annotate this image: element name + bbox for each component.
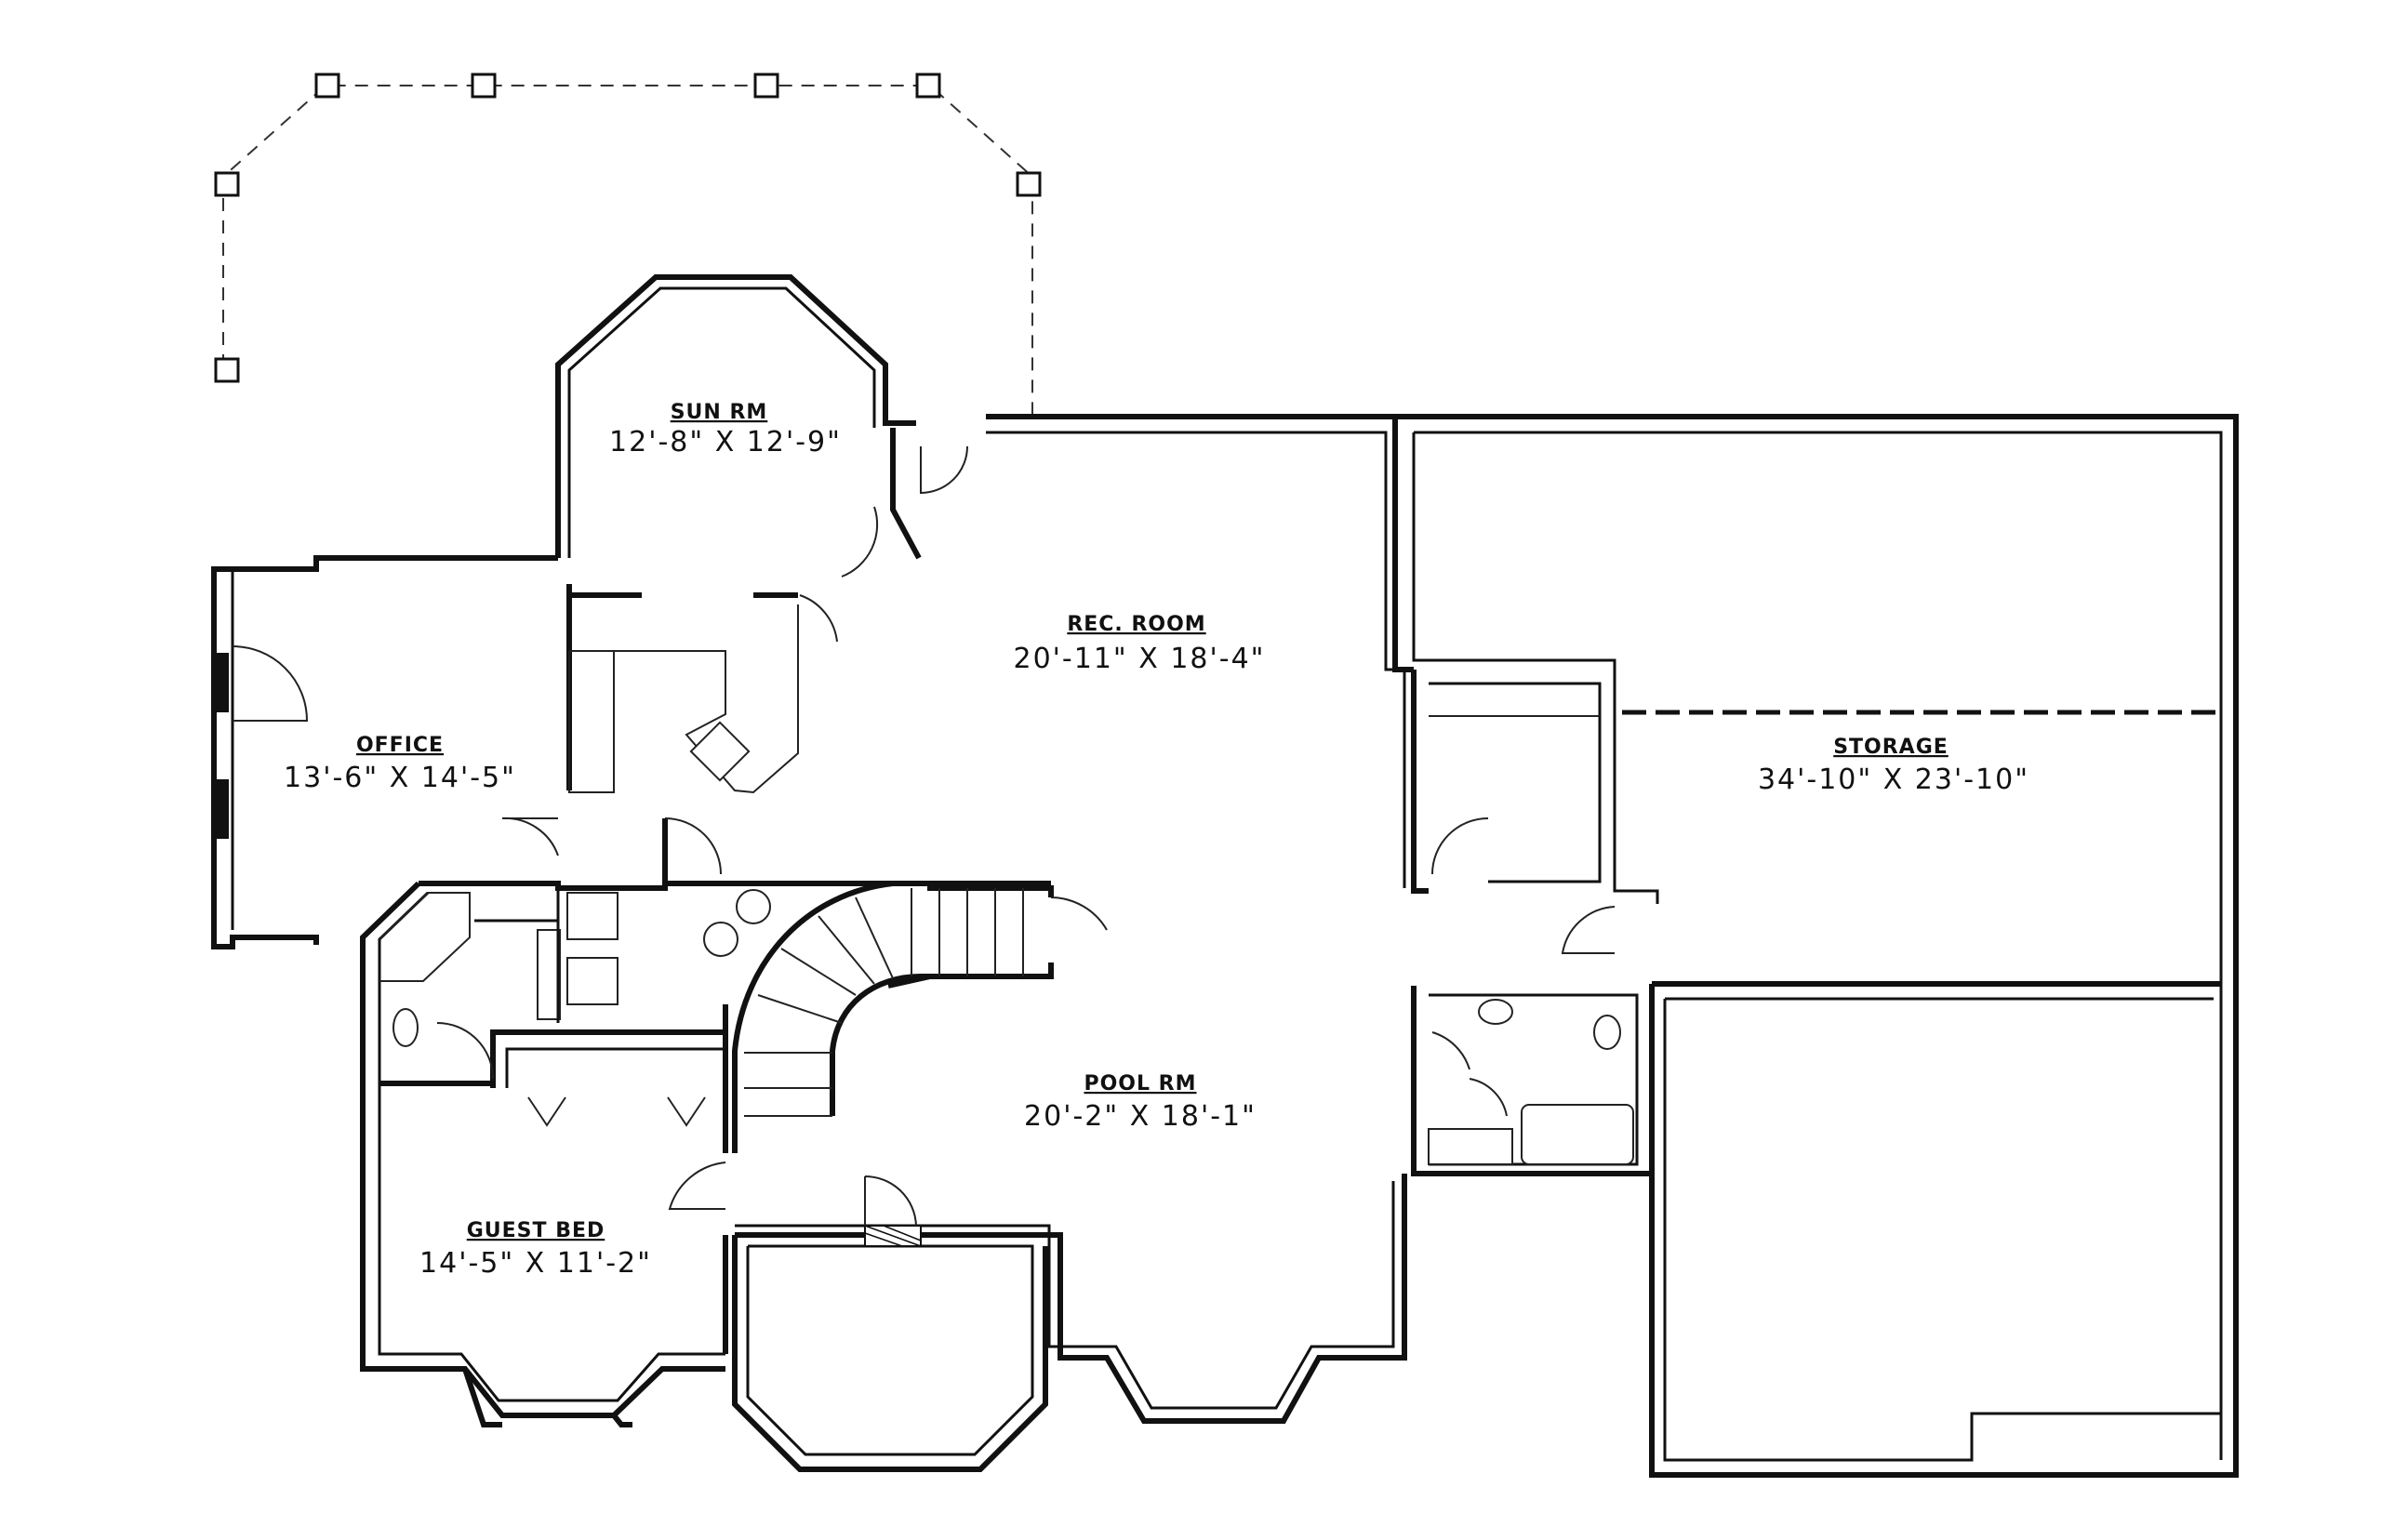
room-label-storage: STORAGE 34'-10" X 23'-10": [1758, 736, 2029, 796]
guest-bed-name: GUEST BED: [467, 1219, 605, 1242]
rec-room-name: REC. ROOM: [1067, 613, 1205, 636]
room-label-sun-rm: SUN RM 12'-8" X 12'-9": [609, 401, 842, 458]
guest-closets: [379, 1029, 725, 1127]
pool-room-walls: [735, 1174, 1407, 1424]
guest-bed-walls: [360, 881, 725, 1427]
deck-post: [753, 73, 779, 99]
deck-post: [214, 357, 240, 383]
lower-right-room: [1649, 984, 2221, 1475]
closet: [1411, 670, 1602, 894]
sun-rm-name: SUN RM: [671, 401, 768, 424]
rec-room-dims: 20'-11" X 18'-4": [1014, 643, 1266, 675]
storage-walls: [1395, 414, 2239, 1478]
deck-outline: [214, 73, 1042, 414]
deck-post: [1016, 171, 1042, 197]
bathroom-right: [1411, 986, 1652, 1176]
office-dims: 13'-6" X 14'-5": [284, 762, 516, 794]
room-label-guest-bed: GUEST BED 14'-5" X 11'-2": [419, 1219, 652, 1280]
deck-post: [915, 73, 941, 99]
bar-counter: [568, 604, 799, 794]
guest-bed-dims: 14'-5" X 11'-2": [419, 1247, 652, 1280]
sun-room-walls: [555, 274, 922, 560]
room-label-office: OFFICE 13'-6" X 14'-5": [284, 734, 516, 794]
room-label-rec-room: REC. ROOM 20'-11" X 18'-4": [1014, 613, 1266, 675]
pool-rm-dims: 20'-2" X 18'-1": [1024, 1100, 1257, 1133]
room-label-pool-rm: POOL RM 20'-2" X 18'-1": [1024, 1072, 1257, 1133]
sun-rm-dims: 12'-8" X 12'-9": [609, 426, 842, 458]
office-name: OFFICE: [356, 734, 444, 757]
deck-post: [314, 73, 340, 99]
rec-room-walls: [986, 414, 1414, 888]
storage-name: STORAGE: [1833, 736, 1949, 759]
pool-rm-name: POOL RM: [1084, 1072, 1196, 1095]
south-bay: [732, 1225, 1048, 1472]
curved-staircase: [703, 881, 1051, 1153]
door-swings: [232, 445, 1616, 1227]
deck-post: [214, 171, 240, 197]
deck-post: [471, 73, 497, 99]
storage-dims: 34'-10" X 23'-10": [1758, 763, 2029, 796]
bathroom-left: [379, 888, 619, 1047]
